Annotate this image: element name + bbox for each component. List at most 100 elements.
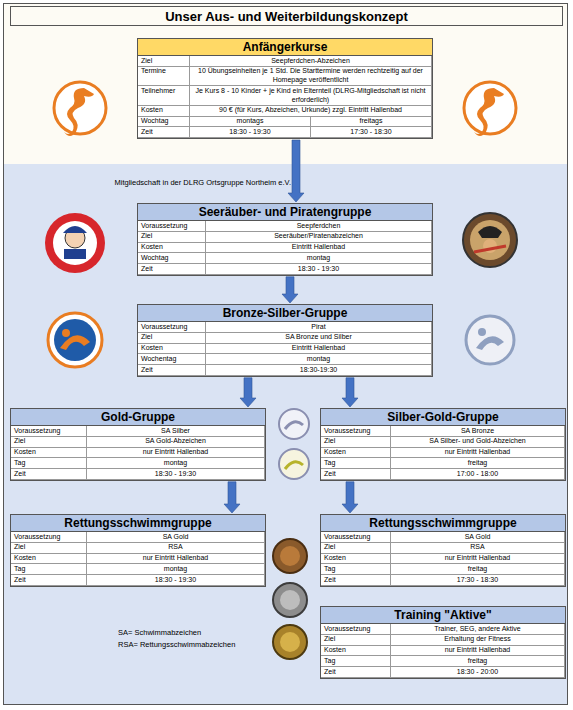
row-label: Ziel xyxy=(138,56,190,67)
row-label: Ziel xyxy=(11,437,87,448)
row-value: Seepferdchen-Abzeichen xyxy=(190,56,432,67)
group-table: AnfängerkurseZielSeepferdchen-AbzeichenT… xyxy=(137,38,433,139)
flow-arrow xyxy=(240,378,256,407)
row-value: montag xyxy=(87,564,265,575)
row-label: Voraussetzung xyxy=(321,624,391,635)
gold-badge xyxy=(279,449,309,479)
row-label: Zeit xyxy=(321,575,391,586)
group-heading: Rettungsschwimmgruppe xyxy=(321,515,565,532)
row-label: Ziel xyxy=(321,635,391,646)
group-grid: VoraussetzungSA BronzeZielSA Silber- und… xyxy=(321,426,565,480)
row-label: Voraussetzung xyxy=(11,532,87,543)
row-value: SA Gold xyxy=(87,532,265,543)
row-label: Tag xyxy=(321,458,391,469)
group-table: Silber-Gold-GruppeVoraussetzungSA Bronze… xyxy=(320,408,566,481)
note-label: Mitgliedschaft in der DLRG Ortsgruppe No… xyxy=(115,178,291,187)
title-bar: Unser Aus- und Weiterbildungskonzept xyxy=(10,6,563,26)
row-label: Zeit xyxy=(321,667,391,678)
group-grid: VoraussetzungSA SilberZielSA Gold-Abzeic… xyxy=(11,426,265,480)
row-label: Wochentag xyxy=(138,354,206,365)
row-label: Kosten xyxy=(138,106,190,117)
row-label: Ziel xyxy=(138,232,206,243)
row-value: montags xyxy=(190,117,311,128)
row-value: 18:30 - 19:30 xyxy=(87,575,265,586)
bronze-swimmer-badge xyxy=(48,313,102,367)
row-label: Ziel xyxy=(321,543,391,554)
row-label: Zeit xyxy=(11,469,87,480)
group-heading: Bronze-Silber-Gruppe xyxy=(138,305,432,322)
row-label: Teilnehmer xyxy=(138,86,190,106)
row-value: nur Eintritt Hallenbad xyxy=(391,554,565,565)
group-table: RettungsschwimmgruppeVoraussetzungSA Gol… xyxy=(10,514,266,587)
row-value: 18:30 - 19:30 xyxy=(87,469,265,480)
flow-arrow xyxy=(288,140,304,202)
row-label: Voraussetzung xyxy=(321,426,391,437)
note-label: RSA= Rettungsschwimmabzeichen xyxy=(118,640,235,649)
flow-arrow xyxy=(342,378,358,407)
row-label: Kosten xyxy=(11,448,87,459)
group-table: RettungsschwimmgruppeVoraussetzungSA Gol… xyxy=(320,514,566,587)
row-label: Voraussetzung xyxy=(11,426,87,437)
flow-arrow xyxy=(282,277,298,303)
group-heading: Seeräuber- und Piratengruppe xyxy=(138,204,432,221)
group-grid: VoraussetzungSA GoldZielRSAKostennur Ein… xyxy=(321,532,565,586)
row-value: montag xyxy=(206,253,432,264)
group-grid: VoraussetzungSA GoldZielRSAKostennur Ein… xyxy=(11,532,265,586)
row-value: 17:30 - 18:30 xyxy=(391,575,565,586)
row-label: Kosten xyxy=(321,646,391,657)
row-value: freitags xyxy=(311,117,432,128)
row-value: 17:00 - 18:00 xyxy=(391,469,565,480)
row-label: Zeit xyxy=(138,264,206,275)
row-label: Ziel xyxy=(321,437,391,448)
row-value: SA Bronze xyxy=(391,426,565,437)
seahorse-badge xyxy=(464,82,516,136)
group-grid: ZielSeepferdchen-AbzeichenTermine10 Übun… xyxy=(138,56,432,138)
row-value: Eintritt Hallenbad xyxy=(206,243,432,254)
group-grid: VoraussetzungTrainer, SEG, andere Aktive… xyxy=(321,624,565,678)
row-value: 18:30 - 19:30 xyxy=(190,127,311,138)
row-value: Eintritt Hallenbad xyxy=(206,344,432,355)
row-value: SA Gold-Abzeichen xyxy=(87,437,265,448)
group-table: Bronze-Silber-GruppeVoraussetzungPiratZi… xyxy=(137,304,433,377)
flow-arrow xyxy=(342,482,358,513)
row-label: Kosten xyxy=(321,448,391,459)
diagram-title: Unser Aus- und Weiterbildungskonzept xyxy=(165,9,408,24)
row-label: Zeit xyxy=(11,575,87,586)
row-label: Tag xyxy=(321,564,391,575)
rescue-medal-gold xyxy=(273,625,307,659)
row-value: Pirat xyxy=(206,322,432,333)
row-value: nur Eintritt Hallenbad xyxy=(391,448,565,459)
row-label: Voraussetzung xyxy=(321,532,391,543)
rescue-medal-silver xyxy=(273,583,307,617)
row-value: freitag xyxy=(391,656,565,667)
pirate-badge xyxy=(463,213,517,267)
silver-swimmer-badge xyxy=(466,316,514,364)
row-label: Ziel xyxy=(138,333,206,344)
row-value: nur Eintritt Hallenbad xyxy=(391,646,565,657)
row-label: Kosten xyxy=(321,554,391,565)
group-grid: VoraussetzungSeepferdchenZielSeeräuber/P… xyxy=(138,221,432,275)
row-value: 90 € (für Kurs, Abzeichen, Urkunde) zzgl… xyxy=(190,106,432,117)
row-value: montag xyxy=(206,354,432,365)
row-value: 10 Übungseinheiten je 1 Std. Die Startte… xyxy=(190,67,432,87)
group-heading: Rettungsschwimmgruppe xyxy=(11,515,265,532)
group-heading: Training "Aktive" xyxy=(321,607,565,624)
row-label: Termine xyxy=(138,67,190,87)
row-label: Tag xyxy=(11,564,87,575)
rescue-medal-bronze xyxy=(273,539,307,573)
group-heading: Silber-Gold-Gruppe xyxy=(321,409,565,426)
row-value: Seepferdchen xyxy=(206,221,432,232)
row-label: Tag xyxy=(321,656,391,667)
row-value: Trainer, SEG, andere Aktive xyxy=(391,624,565,635)
group-table: Seeräuber- und PiratengruppeVoraussetzun… xyxy=(137,203,433,276)
row-label: Wochtag xyxy=(138,117,190,128)
row-value: 18:30 - 19:30 xyxy=(206,264,432,275)
row-value: 18:30-19:30 xyxy=(206,365,432,376)
row-label: Tag xyxy=(11,458,87,469)
group-table: Gold-GruppeVoraussetzungSA SilberZielSA … xyxy=(10,408,266,481)
row-label: Zeit xyxy=(138,127,190,138)
group-grid: VoraussetzungPiratZielSA Bronze und Silb… xyxy=(138,322,432,376)
note-label: SA= Schwimmabzeichen xyxy=(118,628,201,637)
row-value: freitag xyxy=(391,458,565,469)
row-label: Zeit xyxy=(321,469,391,480)
